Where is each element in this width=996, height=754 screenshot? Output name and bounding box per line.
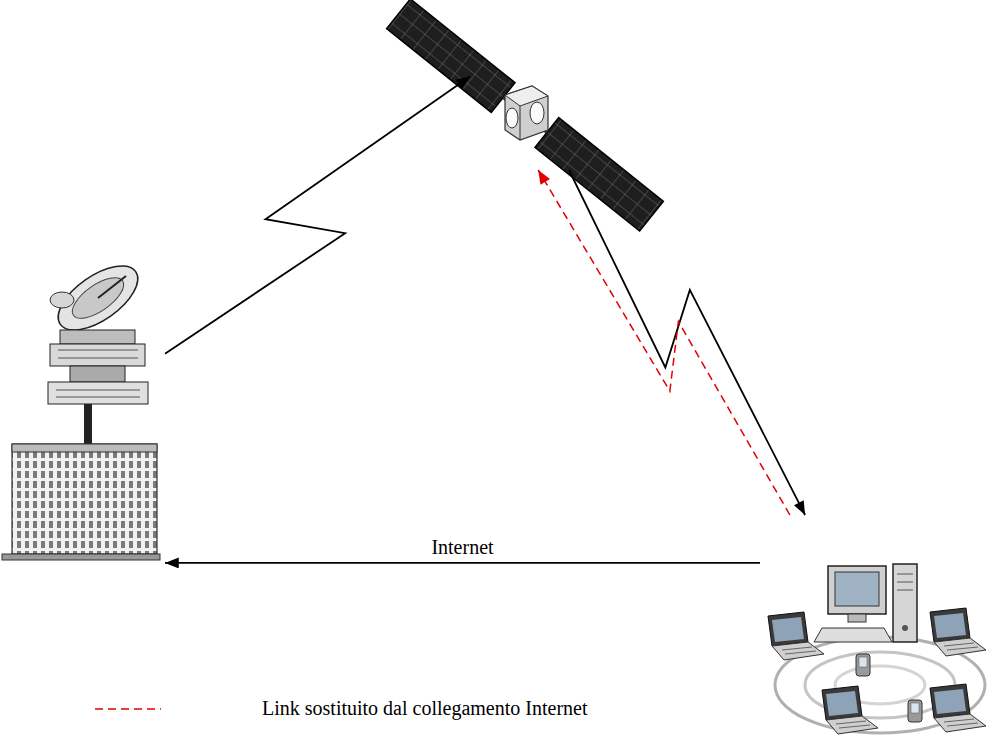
return-link-arrow [538, 170, 790, 515]
legend-dashed-line [95, 708, 161, 710]
internet-arrow [165, 562, 760, 564]
edge-label: Internet [427, 536, 497, 558]
downlink-arrow [569, 170, 805, 515]
legend-text: Link sostituito dal collegamento Interne… [262, 697, 587, 720]
legend-sample [95, 699, 255, 719]
ground-station [0, 270, 165, 580]
ground-station-icon [2, 254, 160, 560]
client-network [760, 515, 990, 750]
satellite-icon [387, 0, 664, 231]
uplink-arrow [165, 77, 470, 354]
client-network-icon [768, 564, 986, 734]
satellite [470, 60, 580, 170]
legend-entry: Link sostituito dal collegamento Interne… [95, 697, 587, 720]
